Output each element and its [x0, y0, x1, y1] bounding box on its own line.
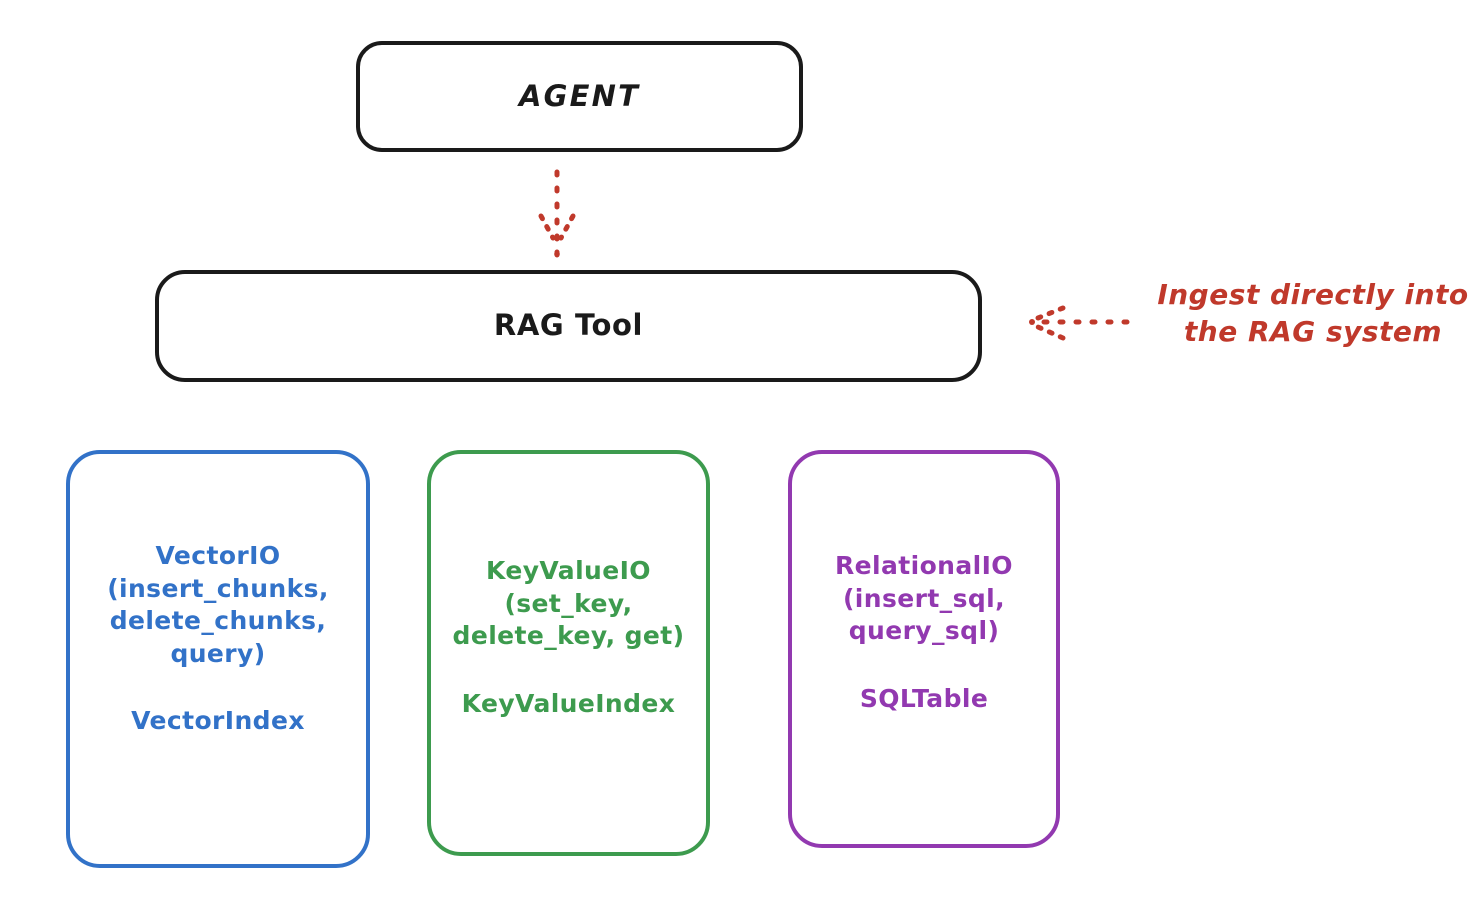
- node-relational-io-sublabel: SQLTable: [859, 683, 989, 713]
- node-key-value-io-label: KeyValueIO (set_key, delete_key, get): [452, 556, 685, 650]
- node-vector-io-label: VectorIO (insert_chunks, delete_chunks, …: [107, 541, 329, 668]
- node-relational-io[interactable]: RelationalIO (insert_sql, query_sql) SQL…: [788, 450, 1060, 848]
- node-rag-tool-label: RAG Tool: [493, 308, 644, 343]
- node-vector-io-sublabel: VectorIndex: [131, 706, 305, 735]
- node-rag-tool[interactable]: RAG Tool: [155, 270, 982, 382]
- node-key-value-io-sublabel: KeyValueIndex: [461, 688, 676, 718]
- node-relational-io-label: RelationalIO (insert_sql, query_sql): [835, 551, 1013, 645]
- connector-agent-to-rag-tool: [538, 169, 576, 261]
- annotation-ingest-label: Ingest directly into the RAG system: [1157, 278, 1469, 348]
- node-vector-io[interactable]: VectorIO (insert_chunks, delete_chunks, …: [66, 450, 370, 868]
- node-agent-label: AGENT: [518, 78, 641, 113]
- connector-ingest-to-rag-tool: [1029, 305, 1130, 341]
- node-agent[interactable]: AGENT: [356, 41, 803, 152]
- node-key-value-io[interactable]: KeyValueIO (set_key, delete_key, get) Ke…: [427, 450, 710, 856]
